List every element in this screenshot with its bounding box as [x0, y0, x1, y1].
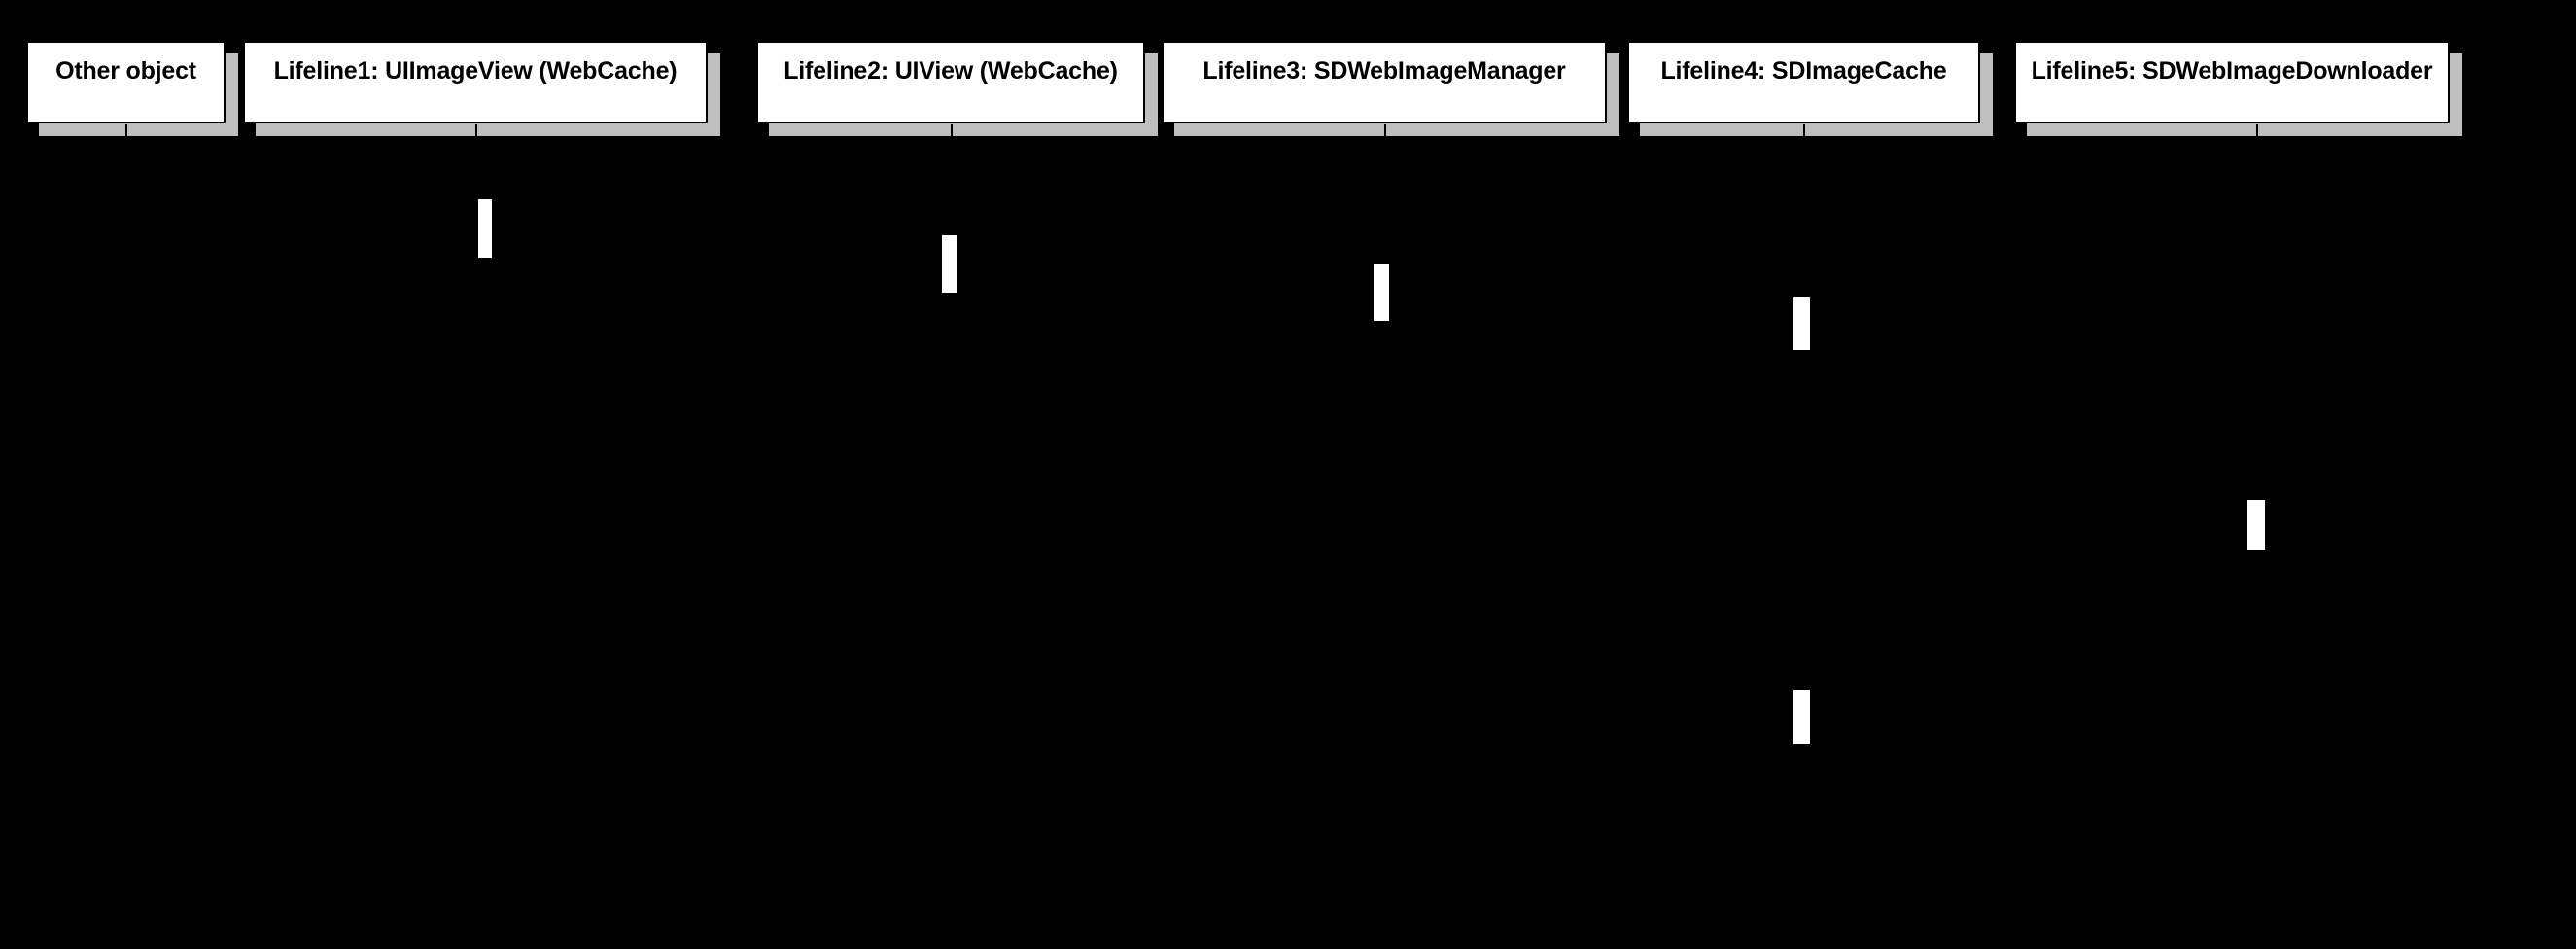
lifeline-header-other[interactable]: Other object [26, 41, 226, 123]
lifeline-header-label: Other object [55, 56, 196, 85]
lifeline-axis-lifeline4 [1803, 123, 1805, 939]
lifeline-header-label: Lifeline4: SDImageCache [1660, 56, 1947, 85]
lifeline-axis-lifeline2 [951, 123, 953, 939]
lifeline-header-lifeline4[interactable]: Lifeline4: SDImageCache [1627, 41, 1980, 123]
message-line [1384, 546, 2256, 548]
message-line [951, 264, 1384, 266]
message-arrowhead [1384, 541, 1397, 554]
activation-bar[interactable] [1793, 690, 1810, 744]
lifeline-origin-tick [125, 124, 127, 136]
activation-bar[interactable] [942, 235, 957, 293]
lifeline-header-label: Lifeline1: UIImageView (WebCache) [273, 56, 678, 85]
activation-bar[interactable] [1793, 297, 1810, 350]
activation-bar[interactable] [478, 199, 492, 258]
message-line [125, 199, 475, 201]
message-arrowhead [1384, 339, 1397, 353]
message-line [1384, 739, 1803, 741]
lifeline-header-lifeline2[interactable]: Lifeline2: UIView (WebCache) [756, 41, 1145, 123]
lifeline-axis-lifeline1 [475, 123, 477, 939]
message-line [1384, 297, 1803, 299]
lifeline-header-lifeline3[interactable]: Lifeline3: SDWebImageManager [1162, 41, 1607, 123]
lifeline-axis-lifeline3 [1384, 123, 1386, 939]
lifeline-header-label: Lifeline5: SDWebImageDownloader [2031, 56, 2433, 85]
lifeline-header-lifeline5[interactable]: Lifeline5: SDWebImageDownloader [2014, 41, 2450, 123]
lifeline-header-label: Lifeline3: SDWebImageManager [1202, 56, 1566, 85]
lifeline-header-lifeline1[interactable]: Lifeline1: UIImageView (WebCache) [243, 41, 708, 123]
message-line [475, 235, 951, 237]
activation-bar[interactable] [1374, 264, 1389, 321]
message-line [1384, 345, 1803, 347]
lifeline-origin-tick [2256, 124, 2258, 136]
lifeline-origin-tick [1803, 124, 1805, 136]
message-arrowhead [1384, 733, 1397, 747]
lifeline-origin-tick [475, 124, 477, 136]
message-line [1384, 690, 1803, 692]
lifeline-header-label: Lifeline2: UIView (WebCache) [783, 56, 1118, 85]
message-line [1384, 500, 2256, 502]
lifeline-origin-tick [951, 124, 953, 136]
lifeline-origin-tick [1384, 124, 1386, 136]
activation-bar[interactable] [2247, 500, 2265, 550]
message-arrowhead [463, 193, 475, 207]
lifeline-axis-other [125, 123, 127, 939]
